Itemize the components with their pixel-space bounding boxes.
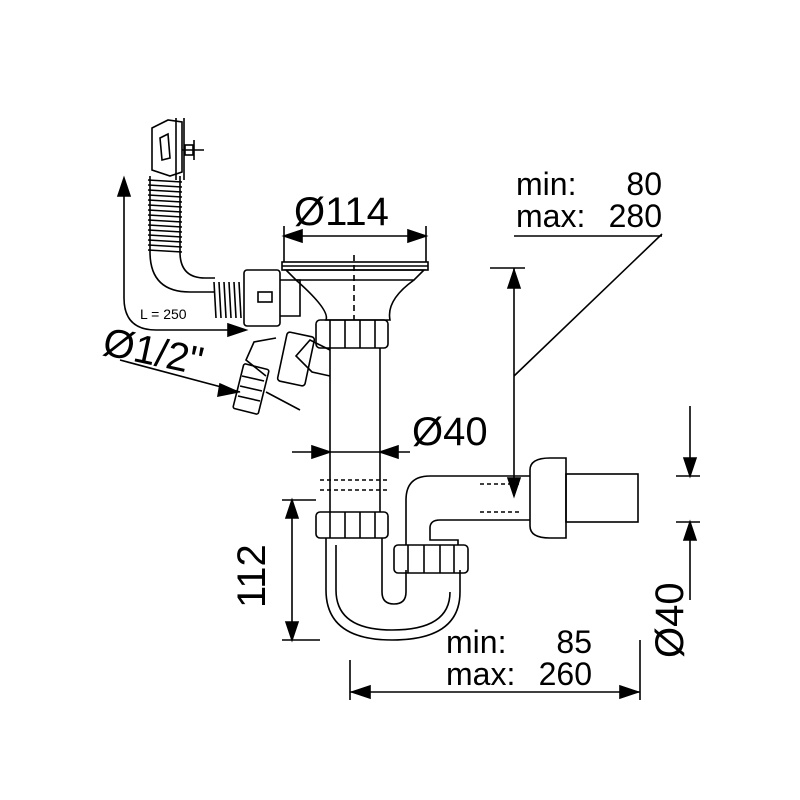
hose-rib bbox=[147, 239, 183, 243]
hose-rib bbox=[147, 214, 183, 218]
hose-rib bbox=[218, 281, 222, 319]
bowl-diameter-dimension bbox=[281, 226, 429, 262]
height-max-label: max: bbox=[516, 198, 586, 234]
hose-rib bbox=[147, 199, 183, 203]
hose-rib bbox=[147, 184, 183, 188]
hose-rib bbox=[147, 179, 183, 183]
overflow-connector bbox=[243, 269, 301, 327]
trap-nut bbox=[315, 511, 389, 539]
hose-rib bbox=[228, 281, 232, 319]
trap-height-label: 112 bbox=[230, 544, 274, 608]
overflow-length-label: L = 250 bbox=[140, 306, 187, 322]
upper-nut bbox=[315, 319, 389, 349]
trap-height-dimension bbox=[282, 497, 320, 643]
appliance-inlet bbox=[232, 331, 331, 415]
overflow-length-dimension bbox=[116, 175, 249, 338]
outlet-min-label: min: bbox=[446, 624, 507, 660]
hose-rib bbox=[147, 249, 183, 253]
height-min-label: min: bbox=[516, 166, 577, 202]
height-max-value: 280 bbox=[608, 198, 662, 234]
hose-rib bbox=[213, 281, 217, 319]
hose-rib bbox=[147, 224, 183, 228]
pipe-diameter-label: Ø40 bbox=[412, 410, 488, 454]
outlet-pipe bbox=[405, 457, 639, 545]
outlet-max-value: 260 bbox=[538, 656, 592, 692]
hose-rib bbox=[233, 281, 237, 319]
height-range-label: min: 80 max: 280 bbox=[516, 168, 662, 232]
hose-rib bbox=[147, 234, 183, 238]
strainer-bowl bbox=[281, 255, 429, 321]
vertical-pipe bbox=[320, 348, 390, 512]
outlet-nut bbox=[393, 544, 469, 574]
inlet-dimension bbox=[119, 359, 301, 411]
hose-rib bbox=[147, 229, 183, 233]
outlet-diameter-label: Ø40 bbox=[648, 582, 692, 658]
hose-rib bbox=[147, 209, 183, 213]
outlet-min-value: 85 bbox=[556, 624, 592, 660]
hose-rib bbox=[223, 281, 227, 319]
height-range-dimension bbox=[490, 233, 663, 499]
outlet-max-label: max: bbox=[446, 656, 516, 692]
u-trap bbox=[325, 538, 461, 641]
hose-rib bbox=[147, 194, 183, 198]
overflow-hose bbox=[147, 176, 242, 319]
hose-rib bbox=[147, 189, 183, 193]
hose-rib bbox=[238, 281, 242, 319]
outlet-diameter-dimension bbox=[676, 406, 700, 600]
bowl-diameter-label: Ø114 bbox=[294, 190, 389, 234]
hose-rib bbox=[147, 219, 183, 223]
pipe-diameter-dimension bbox=[292, 444, 410, 460]
hose-rib bbox=[147, 244, 183, 248]
height-min-value: 80 bbox=[626, 166, 662, 202]
outlet-range-label: min: 85 max: 260 bbox=[446, 626, 592, 690]
overflow-fitting bbox=[151, 118, 204, 180]
outlet-range-dimension bbox=[349, 640, 641, 700]
hose-rib bbox=[147, 204, 183, 208]
